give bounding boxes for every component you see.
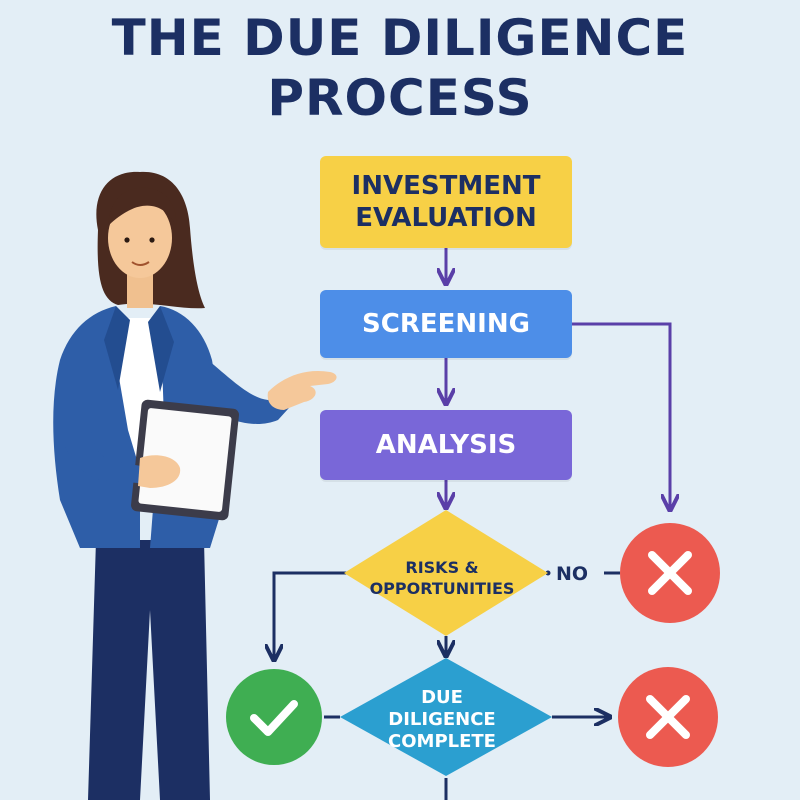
no-branch-label: NO	[556, 563, 589, 585]
presenter-illustration	[53, 171, 337, 800]
arrow-risks-to-approve	[274, 571, 350, 660]
due-diamond	[340, 658, 552, 776]
reject-bottom-circle	[618, 667, 718, 767]
lapel-right	[148, 306, 174, 392]
screening-box: SCREENING	[320, 290, 572, 358]
analysis-label: ANALYSIS	[375, 430, 517, 460]
analysis-box: ANALYSIS	[320, 410, 572, 480]
raised-arm	[204, 360, 298, 425]
title-line-1: THE DUE DILIGENCE	[111, 9, 689, 67]
check-icon	[250, 700, 298, 736]
mouth	[131, 261, 150, 266]
left-eye	[124, 237, 130, 243]
due-diligence-complete-label: DUE DILIGENCE COMPLETE	[352, 672, 532, 768]
due-line-1: DUE	[421, 687, 463, 708]
connectors	[274, 248, 670, 800]
risks-diamond	[344, 510, 548, 636]
holding-hand	[138, 455, 181, 488]
risks-line-2: OPPORTUNITIES	[369, 579, 515, 598]
risks-opportunities-label: RISKS & OPPORTUNITIES	[352, 540, 532, 616]
page-title: THE DUE DILIGENCE PROCESS	[0, 8, 800, 128]
investment-line-2: EVALUATION	[355, 203, 537, 233]
title-line-2: PROCESS	[267, 69, 533, 127]
risks-line-1: RISKS &	[405, 558, 479, 577]
pointing-hand	[267, 370, 337, 410]
reject-top-circle	[620, 523, 720, 623]
trousers	[88, 540, 210, 800]
due-line-2: DILIGENCE	[388, 709, 496, 730]
approve-circle	[226, 669, 322, 765]
due-line-3: COMPLETE	[388, 731, 496, 752]
right-eye	[149, 237, 155, 243]
investment-line-1: INVESTMENT	[351, 171, 541, 201]
holding-arm	[59, 400, 152, 484]
hair-front	[108, 187, 177, 226]
arrow-screening-to-reject	[572, 322, 670, 510]
face	[108, 198, 172, 278]
x-icon	[648, 551, 692, 595]
lapel-left	[104, 306, 130, 390]
screening-label: SCREENING	[362, 309, 530, 339]
investment-evaluation-box: INVESTMENT EVALUATION	[320, 156, 572, 248]
jacket-left	[53, 306, 140, 548]
x-icon	[646, 695, 690, 739]
